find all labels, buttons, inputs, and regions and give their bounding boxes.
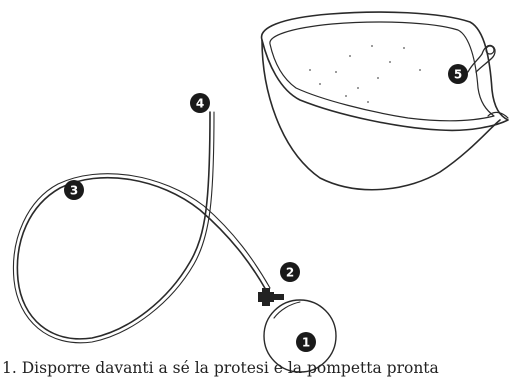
callout-2-label: 2: [286, 266, 294, 280]
caption-number: 1.: [2, 359, 17, 377]
tube: [13, 112, 270, 343]
callout-3-label: 3: [70, 184, 78, 198]
callout-2: 2: [280, 262, 300, 282]
callout-5-label: 5: [454, 68, 462, 82]
callout-4: 4: [190, 93, 210, 113]
callout-1: 1: [296, 332, 316, 352]
callout-3: 3: [64, 180, 84, 200]
callout-1-label: 1: [302, 336, 310, 350]
instruction-caption: 1. Disporre davanti a sé la protesi e la…: [2, 358, 439, 378]
cup-texture-dots: [309, 45, 421, 103]
prosthesis-cup: [262, 12, 508, 190]
callout-5: 5: [448, 64, 468, 84]
valve: [258, 288, 284, 306]
prosthesis-port: [468, 45, 495, 72]
callout-4-label: 4: [196, 97, 204, 111]
caption-text: Disporre davanti a sé la protesi e la po…: [22, 359, 439, 377]
